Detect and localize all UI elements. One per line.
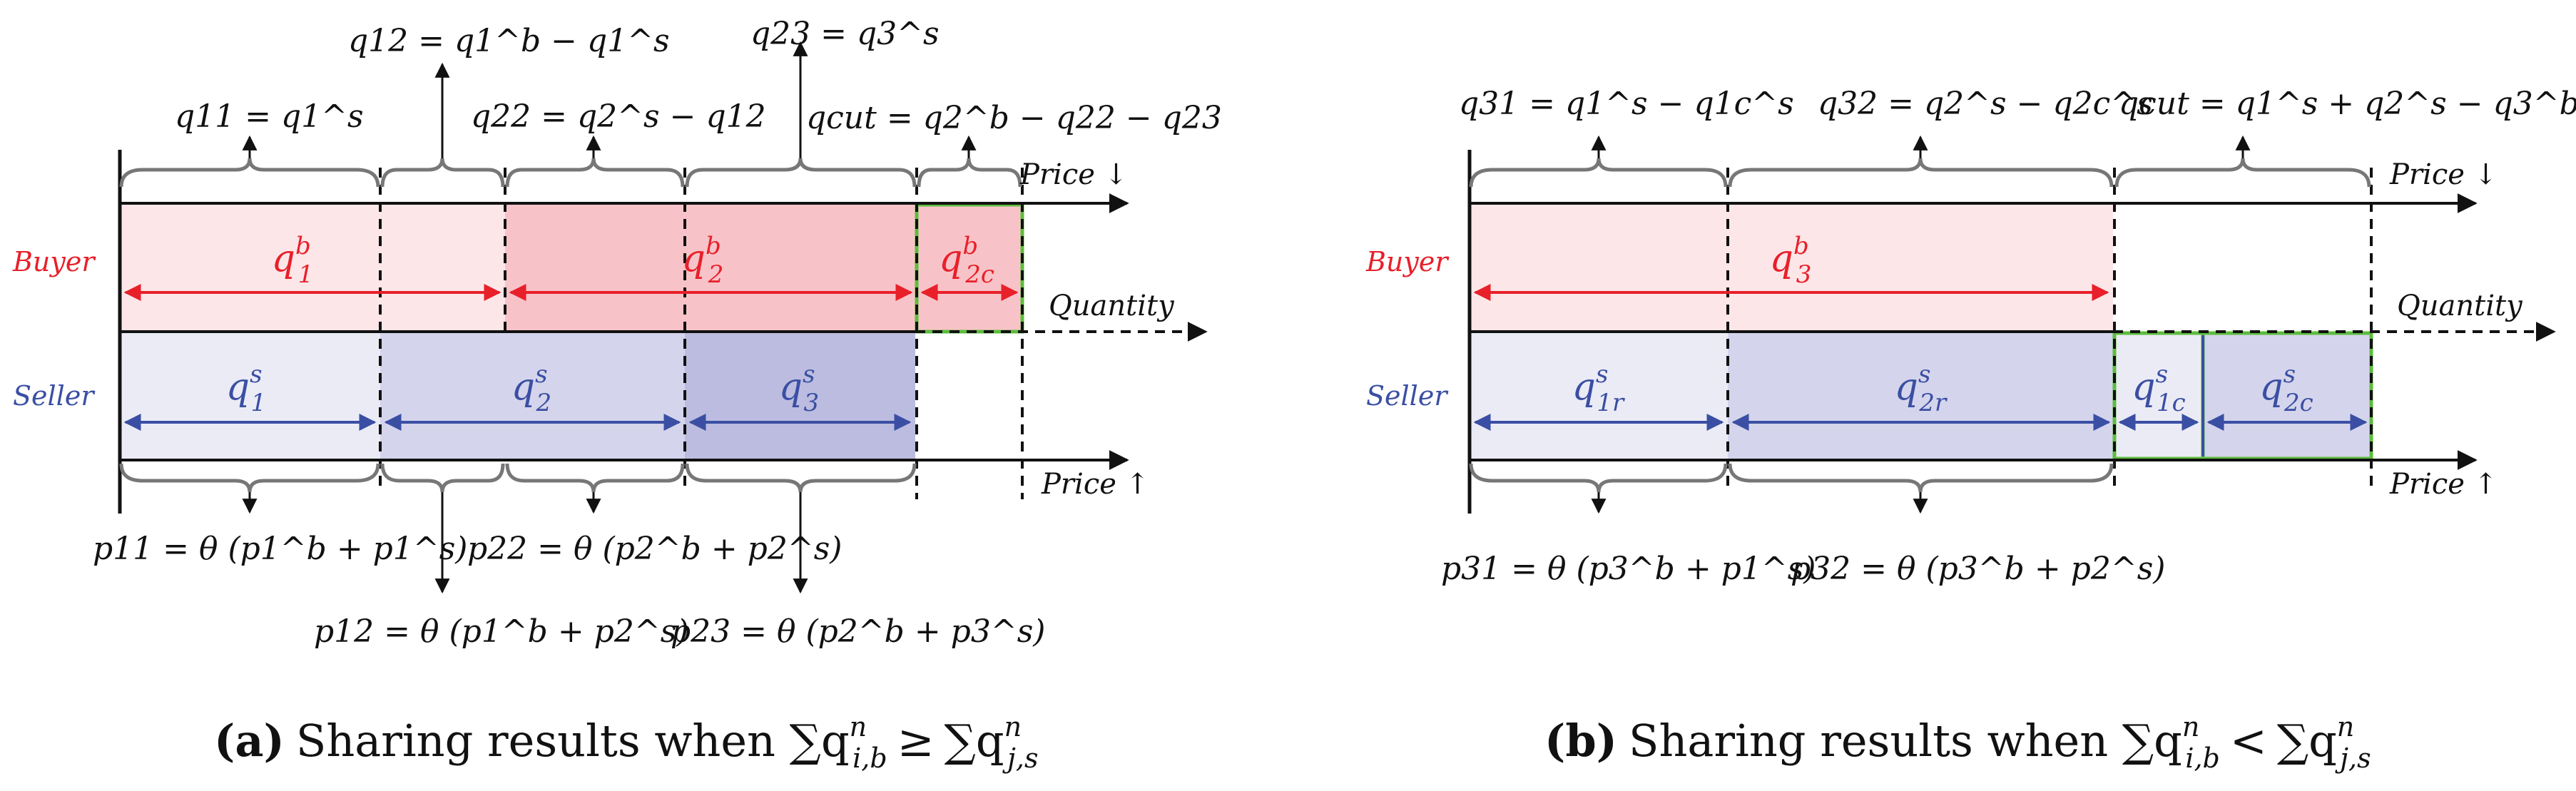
price-down-label-a: Price ↓ — [1019, 158, 1128, 191]
bottom-formula-a-2: p12 = θ (p1^b + p2^s) — [314, 613, 688, 650]
top-formula-a-4: q23 = q3^s — [750, 16, 940, 52]
seller-label-a: Seller — [13, 380, 96, 412]
buyer-label-b: Buyer — [1365, 246, 1450, 277]
seller-band-a-2 — [380, 332, 685, 460]
top-formula-a-3: q22 = q2^s − q12 — [471, 98, 766, 135]
top-brace-a-1 — [119, 158, 380, 188]
bottom-formula-b-2: p32 = θ (p3^b + p2^s) — [1791, 551, 2165, 587]
seller-band-a-1 — [120, 332, 380, 460]
top-formula-b-1: q31 = q1^s − q1c^s — [1459, 86, 1794, 122]
seller-label-b: Seller — [1366, 380, 1449, 412]
top-formula-b-2: q32 = q2^s − q2c^s — [1818, 86, 2153, 122]
price-up-label-b: Price ↑ — [2389, 468, 2498, 501]
top-formula-b-3: qcut = q1^s + q2^s − q3^b — [2119, 86, 2576, 122]
top-brace-b-1 — [1469, 158, 1728, 188]
top-brace-b-3 — [2114, 158, 2371, 188]
bottom-formula-a-1: p11 = θ (p1^b + p1^s) — [93, 531, 467, 567]
quantity-label-a: Quantity — [1049, 290, 1175, 322]
top-brace-a-3 — [505, 158, 685, 188]
buyer-band-b-1 — [1470, 203, 2113, 332]
bottom-formula-b-1: p31 = θ (p3^b + p1^s) — [1441, 551, 1816, 587]
bottom-brace-a-2 — [380, 463, 505, 493]
bottom-brace-b-1 — [1469, 463, 1728, 493]
top-brace-a-5 — [917, 158, 1022, 188]
buyer-band-a-cut — [915, 203, 1024, 334]
buyer-band-a-2 — [380, 203, 505, 332]
seller-band-a-3 — [685, 332, 915, 460]
top-brace-b-2 — [1728, 158, 2114, 188]
top-formula-a-2: q12 = q1^b − q1^s — [348, 23, 670, 59]
buyer-band-a-1 — [120, 203, 380, 332]
seller-band-b-1 — [1470, 332, 1728, 460]
bottom-brace-a-3 — [505, 463, 685, 493]
top-brace-a-4 — [685, 158, 917, 188]
bottom-brace-a-1 — [119, 463, 380, 493]
bottom-formula-a-4: p23 = θ (p2^b + p3^s) — [671, 613, 1045, 650]
price-up-label-a: Price ↑ — [1041, 468, 1149, 501]
top-formula-a-1: q11 = q1^s — [175, 98, 364, 135]
seller-band-b-2 — [1728, 332, 2113, 460]
top-formula-a-5: qcut = q2^b − q22 − q23 — [806, 100, 1222, 136]
buyer-label-a: Buyer — [12, 246, 96, 277]
price-down-label-b: Price ↓ — [2389, 158, 2498, 191]
top-brace-a-2 — [380, 158, 505, 188]
buyer-band-a-3 — [505, 203, 915, 332]
bottom-formula-a-3: p22 = θ (p2^b + p2^s) — [467, 531, 842, 567]
quantity-label-b: Quantity — [2397, 290, 2523, 322]
bottom-brace-b-2 — [1728, 463, 2114, 493]
bottom-brace-a-4 — [685, 463, 917, 493]
